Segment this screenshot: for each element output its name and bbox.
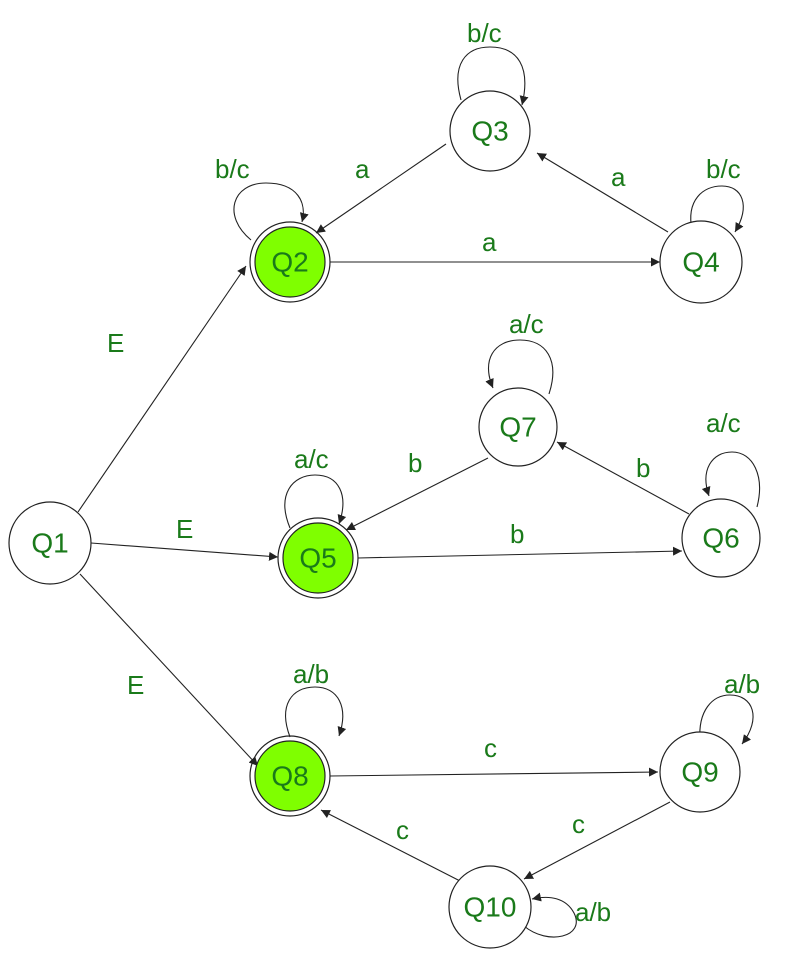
edge-q1-q8 bbox=[79, 573, 259, 767]
label-q8-q9: c bbox=[484, 733, 497, 763]
edge-q6-q7 bbox=[556, 441, 690, 515]
loop-q10 bbox=[523, 892, 577, 938]
label-q4-q3: a bbox=[611, 162, 626, 192]
edge-q9-q10 bbox=[523, 801, 671, 880]
edge-q1-q5 bbox=[90, 542, 279, 561]
label-q6-self: a/c bbox=[706, 408, 741, 438]
edge-q4-q3 bbox=[536, 152, 669, 233]
state-q2-label: Q2 bbox=[271, 247, 308, 278]
loop-q4 bbox=[690, 185, 744, 233]
loop-q2 bbox=[233, 182, 309, 241]
state-q10: Q10 bbox=[448, 865, 532, 949]
loop-q5 bbox=[284, 474, 347, 529]
label-q7-q5: b bbox=[408, 448, 422, 478]
label-q2-self: b/c bbox=[215, 154, 250, 184]
state-q1: Q1 bbox=[8, 501, 92, 585]
label-q10-self: a/b bbox=[575, 897, 611, 927]
state-q5: Q5 bbox=[277, 517, 359, 599]
loop-q7 bbox=[485, 339, 554, 395]
label-q1-q8: E bbox=[127, 670, 144, 700]
label-q3-self: b/c bbox=[467, 18, 502, 48]
label-q5-q6: b bbox=[510, 519, 524, 549]
edge-q7-q5 bbox=[345, 457, 489, 531]
label-q7-self: a/c bbox=[509, 309, 544, 339]
loop-q6 bbox=[701, 451, 761, 508]
label-q6-q7: b bbox=[636, 453, 650, 483]
state-q4-label: Q4 bbox=[682, 247, 719, 278]
edge-q5-q6 bbox=[357, 546, 683, 559]
state-q10-label: Q10 bbox=[464, 892, 517, 923]
state-q6: Q6 bbox=[681, 498, 761, 578]
state-q8: Q8 bbox=[249, 735, 331, 817]
label-q4-self: b/c bbox=[706, 154, 741, 184]
state-q6-label: Q6 bbox=[702, 523, 739, 554]
label-q10-q8: c bbox=[396, 815, 409, 845]
edge-q10-q8 bbox=[320, 809, 465, 884]
label-q9-self: a/b bbox=[724, 669, 760, 699]
edge-q1-q2 bbox=[77, 265, 247, 513]
label-q9-q10: c bbox=[572, 809, 585, 839]
label-q2-q4: a bbox=[482, 227, 497, 257]
state-q5-label: Q5 bbox=[299, 543, 336, 574]
label-q1-q2: E bbox=[107, 328, 124, 358]
label-q8-self: a/b bbox=[293, 659, 329, 689]
state-q3-label: Q3 bbox=[471, 116, 508, 147]
state-q7: Q7 bbox=[478, 387, 558, 467]
loop-q9 bbox=[699, 694, 754, 745]
state-q7-label: Q7 bbox=[499, 412, 536, 443]
label-q1-q5: E bbox=[176, 514, 193, 544]
state-q8-label: Q8 bbox=[271, 761, 308, 792]
state-q9: Q9 bbox=[659, 731, 741, 813]
state-q4: Q4 bbox=[659, 220, 743, 304]
loop-q8 bbox=[285, 686, 347, 738]
loop-q3 bbox=[457, 46, 529, 106]
edge-q8-q9 bbox=[329, 767, 659, 777]
state-q9-label: Q9 bbox=[681, 757, 718, 788]
label-q5-self: a/c bbox=[294, 444, 329, 474]
state-q1-label: Q1 bbox=[31, 528, 68, 559]
edge-q3-q2 bbox=[315, 143, 447, 234]
state-q2: Q2 bbox=[249, 221, 331, 303]
state-q3: Q3 bbox=[449, 90, 531, 172]
label-q3-q2: a bbox=[355, 154, 370, 184]
